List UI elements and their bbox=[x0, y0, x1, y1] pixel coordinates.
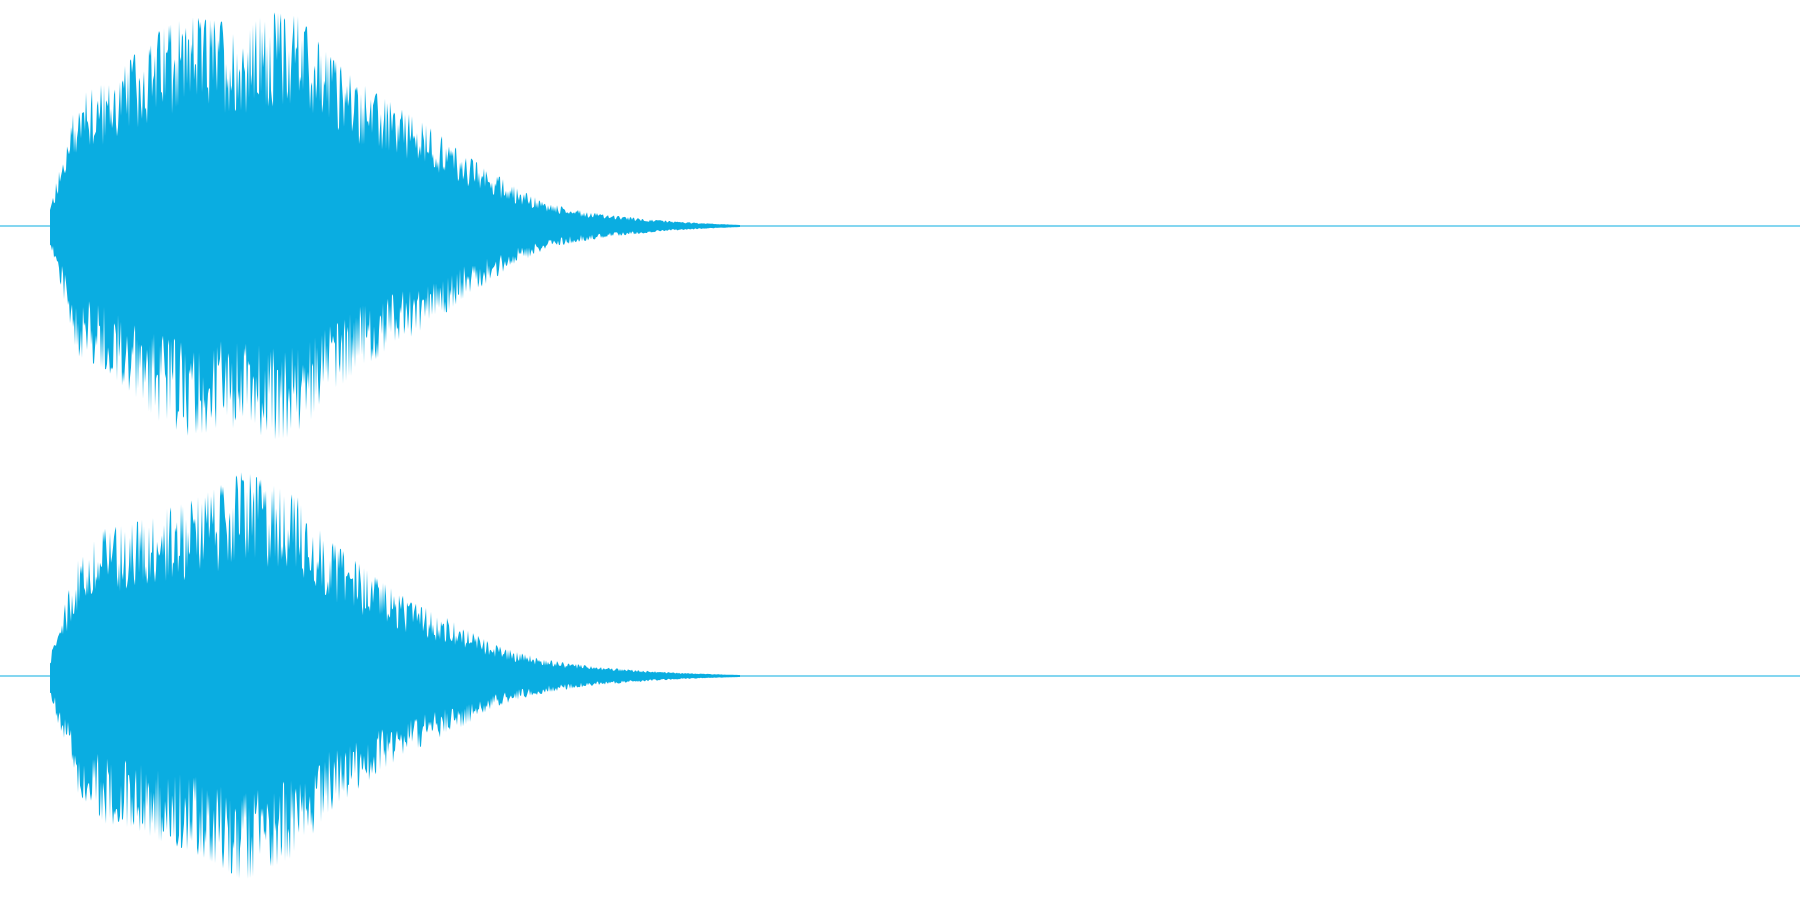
channel-1-signal bbox=[50, 12, 740, 440]
channel-2-signal bbox=[50, 472, 740, 879]
channel-2-waveform bbox=[0, 472, 1800, 879]
channel-1-waveform bbox=[0, 12, 1800, 440]
